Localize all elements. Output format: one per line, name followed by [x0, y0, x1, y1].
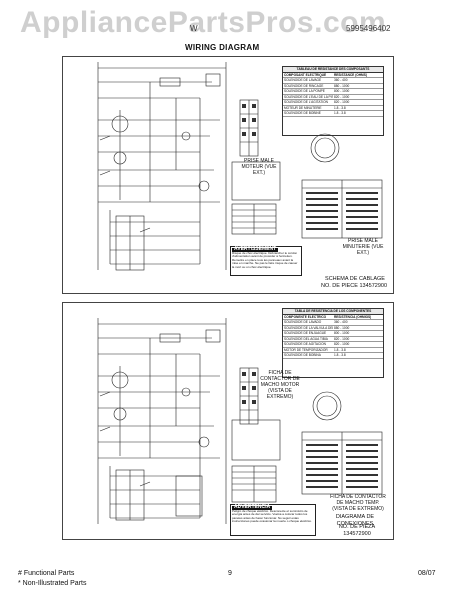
table-cell: 820 - 1000 [334, 336, 350, 341]
table-head-cell: RESISTANCE (OHMS) [334, 72, 367, 77]
upper-schema-part: NO. DE PIECE 134572900 [320, 283, 388, 289]
table-cell: SOLENOIDE DE AGITACION [284, 342, 326, 346]
warning-title: ADVERTENCIA [232, 504, 273, 510]
table-cell: 820 - 1000 [334, 94, 350, 99]
table-cell: 880 - 1000 [334, 83, 350, 88]
table-cell: SOLENOIDE DE ENJUAGUE [284, 331, 327, 335]
table-cell: 1.8 - 3.8 [334, 111, 346, 115]
table-row: MOTOR DE TEMPORIZADOR 1.8 - 3.8 [283, 347, 383, 353]
model-number: W [190, 24, 198, 33]
table-title: TABLA DE RESISTENCIA DE LOS COMPONENTES [283, 309, 383, 315]
table-cell: SOLENOIDE DE L'AGITATION [284, 100, 328, 104]
upper-diagram-frame [62, 56, 394, 294]
table-cell: 800 - 1000 [334, 89, 350, 93]
table-cell: SOLENOIDE DE LA VALVULA DEL AGUA [284, 325, 333, 330]
table-row: SOLENOIDE DEL AGUA TIBIA 820 - 1000 [283, 336, 383, 342]
lower-warning-box: ADVERTENCIA Peligro de choque eléctrico.… [230, 504, 316, 536]
lower-motor-plug-caption-visible: FICHA DE CONTACTOR DE MACHO MOTOR (VISTA… [260, 370, 300, 400]
table-cell: SOLENOIDE DE L'EAU DE LA PISSE [284, 94, 333, 99]
table-row: SOLENOIDE DE AGITACION 820 - 1000 [283, 342, 383, 348]
watermark: AppliancePartsPros.com [20, 6, 387, 39]
footer-non-illustrated-parts: * Non-Illustrated Parts [18, 580, 87, 587]
lower-diagram-frame [62, 302, 394, 540]
table-cell: 820 - 1000 [334, 100, 350, 104]
table-head-cell: COMPONENTE ELECTRICO [284, 314, 327, 319]
upper-resistance-table: TABLEAU DE RESISTANCE DES COMPOSANTS COM… [282, 66, 384, 136]
warning-title: AVERTISSEMENT [232, 246, 279, 252]
lower-diagram-part: NO. DE PIEZA 134572900 [338, 524, 376, 537]
table-cell: 1.8 - 3.8 [334, 347, 346, 352]
table-row: SOLENOIDE DE LAVAGE 360 - 400 [283, 78, 383, 84]
table-row: SOLENOIDE DE BOBINE 1.8 - 3.8 [283, 111, 383, 117]
table-cell: 880 - 1000 [334, 325, 350, 330]
table-cell: 360 - 400 [334, 78, 348, 82]
page-title: WIRING DIAGRAM [185, 43, 260, 52]
warning-text: Risque de choc électrique. Débrancher le… [232, 250, 298, 269]
table-cell: SOLENOIDE DE RINCAGE [284, 83, 324, 88]
table-row: SOLENOIDE DE ENJUAGUE 800 - 1000 [283, 331, 383, 337]
warning-text: Peligro de choque eléctrico. Desconecte … [232, 508, 312, 524]
table-cell: 360 - 400 [334, 320, 348, 324]
footer-functional-parts: # Functional Parts [18, 570, 75, 577]
lower-diagram-title: DIAGRAMA DE CONEXIONES [335, 514, 375, 527]
table-row: SOLENOIDE DE LA VALVULA DEL AGUA880 - 10… [283, 325, 383, 331]
table-row: SOLENOIDE DE L'AGITATION 820 - 1000 [283, 100, 383, 106]
table-cell: MOTOR DE TEMPORIZADOR [284, 347, 328, 352]
upper-schema-title: SCHEMA DE CABLAGE [325, 276, 385, 282]
lower-temp-plug-caption: FICHA DE CONTACTOR DE MACHO TEMP. (VISTA… [330, 494, 386, 512]
lower-resistance-table: TABLA DE RESISTENCIA DE LOS COMPONENTES … [282, 308, 384, 378]
upper-motor-plug-caption: PRISE MALE MOTEUR (VUE EXT.) [241, 158, 277, 176]
table-cell: SOLENOIDE DE LA POMPE [284, 89, 325, 93]
table-row: MOTEUR DE MINUTERIE 1.8 - 3.8 [283, 105, 383, 111]
table-cell: SOLENOIDE DE BOBINA [284, 353, 321, 357]
upper-warning-box: AVERTISSEMENT Risque de choc électrique.… [230, 246, 302, 276]
table-head-cell: RESISTENCIA (OHMIOS) [334, 314, 372, 319]
table-row: SOLENOIDE DE RINCAGE 880 - 1000 [283, 83, 383, 89]
table-row: SOLENOIDE DE LA POMPE 800 - 1000 [283, 89, 383, 95]
table-row: SOLENOIDE DE LAVADO 360 - 400 [283, 320, 383, 326]
table-row: SOLENOIDE DE BOBINA 1.8 - 3.8 [283, 353, 383, 359]
table-title: TABLEAU DE RESISTANCE DES COMPOSANTS [283, 67, 383, 73]
table-head-cell: COMPOSANT ELECTRIQUE [284, 72, 327, 77]
table-cell: SOLENOIDE DE BOBINE [284, 111, 321, 115]
table-cell: 1.8 - 3.8 [334, 105, 346, 110]
table-cell: 800 - 1000 [334, 331, 350, 335]
table-cell: SOLENOIDE DEL AGUA TIBIA [284, 336, 328, 341]
upper-timer-plug-caption: PRISE MALE MINUTERIE (VUE EXT.) [342, 238, 384, 256]
table-cell: SOLENOIDE DE LAVAGE [284, 78, 322, 82]
page-number: 9 [228, 570, 232, 577]
table-cell: SOLENOIDE DE LAVADO [284, 320, 322, 324]
table-cell: 820 - 1000 [334, 342, 350, 346]
footer-date: 08/07 [418, 570, 436, 577]
table-head: COMPONENTE ELECTRICO RESISTENCIA (OHMIOS… [283, 314, 383, 320]
publication-number: 5995496402 [346, 24, 391, 33]
table-cell: 1.8 - 3.8 [334, 353, 346, 357]
table-cell: MOTEUR DE MINUTERIE [284, 105, 322, 110]
table-head: COMPOSANT ELECTRIQUE RESISTANCE (OHMS) [283, 72, 383, 78]
